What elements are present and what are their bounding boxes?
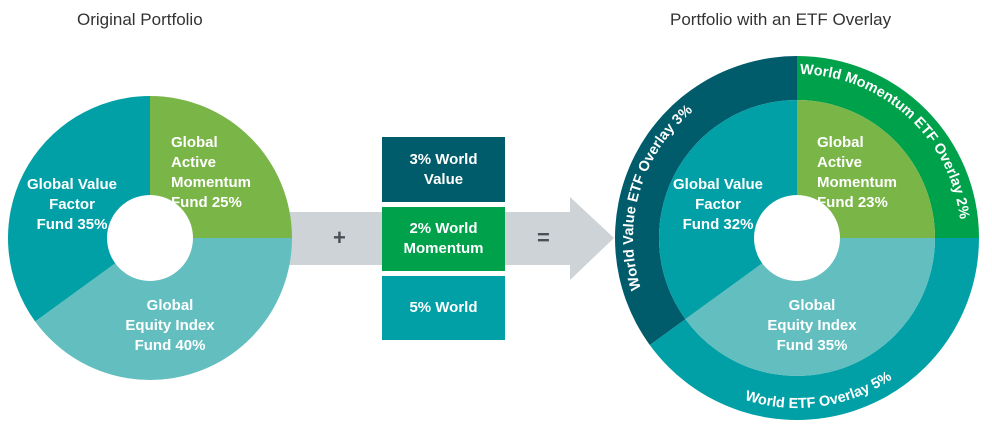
ring-segment-equity-index xyxy=(649,238,979,420)
label-line: Global xyxy=(147,297,194,314)
label-line: Global xyxy=(789,297,836,314)
box-line: Momentum xyxy=(403,240,484,257)
label-line: Momentum xyxy=(817,174,897,191)
ring-segment-value-factor xyxy=(615,56,797,345)
label-line: Global Value xyxy=(27,176,117,193)
label-line: Factor xyxy=(49,196,95,213)
box-line: 2% World xyxy=(409,220,478,237)
box-line: Value xyxy=(423,170,464,188)
label-line: Factor xyxy=(695,196,741,213)
equals-sign: = xyxy=(537,225,550,250)
donut-hole xyxy=(107,195,193,281)
donut-hole xyxy=(754,195,840,281)
label-line: Equity Index xyxy=(767,317,857,334)
segment-momentum xyxy=(797,100,935,238)
box-line: 5% World xyxy=(409,299,478,316)
segment-equity-index xyxy=(35,238,292,381)
plus-sign: + xyxy=(333,225,346,250)
label-line: Fund 23% xyxy=(817,194,888,211)
world-box: 5% World xyxy=(382,276,505,340)
label-line: Momentum xyxy=(171,174,251,191)
label-line: Fund 35% xyxy=(37,216,108,233)
label-line: Equity Index xyxy=(125,317,215,334)
ring-segment-momentum xyxy=(797,56,979,238)
etf-overlay-portfolio-title: Portfolio with an ETF Overlay xyxy=(670,10,892,29)
label-line: Fund 40% xyxy=(135,337,206,354)
box-line: 3% World xyxy=(409,150,478,168)
label-line: Global xyxy=(817,134,864,151)
label-line: Fund 32% xyxy=(683,216,754,233)
label-line: Fund 25% xyxy=(171,194,242,211)
segment-equity-index xyxy=(685,238,935,377)
segment-momentum xyxy=(150,96,292,238)
label-line: Global Value xyxy=(673,176,763,193)
label-line: Global xyxy=(171,134,218,151)
label-line: Active xyxy=(171,154,216,171)
segment-value-factor xyxy=(659,100,797,320)
segment-value-factor xyxy=(8,96,151,322)
original-portfolio-title: Original Portfolio xyxy=(77,10,203,29)
label-line: Fund 35% xyxy=(777,337,848,354)
label-line: Active xyxy=(817,154,862,171)
